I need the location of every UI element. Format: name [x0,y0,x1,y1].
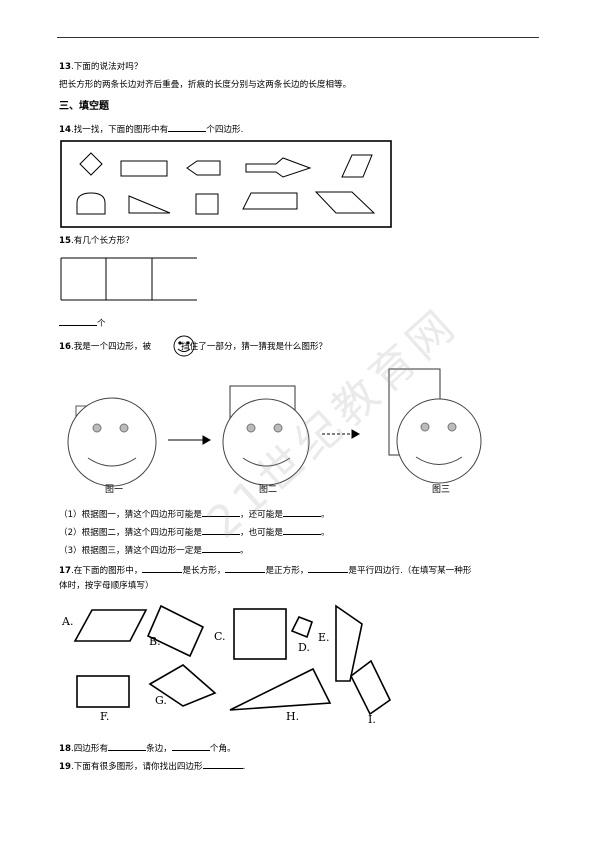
shape-slanted-quad [314,191,376,214]
answer-blank[interactable] [201,507,240,517]
question-number: 15 [59,236,71,246]
answer-blank[interactable] [59,316,97,326]
shape-trapezoid [242,192,298,210]
question-number: 18 [59,744,71,754]
answer-blank[interactable] [282,525,321,535]
answer-blank[interactable] [171,741,210,751]
label-g: G. [155,694,167,707]
question-text: .下面的说法对吗？ [70,62,143,72]
question-13-statement: 把长方形的两条长边对齐后重叠，折痕的长度分别与这两条长边的长度相等。 [59,80,352,90]
q14-frame [60,140,392,228]
question-number: 19 [59,762,71,772]
question-16: 16.我是一个四边形，被挡住了一部分，猜一猜我是什么图形？ [59,342,328,352]
question-19: 19.下面有很多图形，请你找出四边形. [59,759,245,773]
section-title: 三、填空题 [59,101,109,112]
header-rule [57,37,539,38]
shape-e [335,604,363,682]
figure-3-caption: 图三 [432,485,451,495]
shape-g [148,664,217,707]
question-number: 16 [59,342,71,352]
figure-2-caption: 图二 [259,485,278,495]
answer-blank[interactable] [225,563,266,573]
label-h: H. [286,710,300,723]
question-13: 13.下面的说法对吗？ [59,61,142,73]
answer-blank[interactable] [168,122,207,132]
shape-triangle [128,195,171,214]
label-d: D. [298,641,310,654]
label-a: A. [62,615,74,628]
shape-square [195,193,219,215]
question-16-line-2: （2）根据图二，猜这个四边形可能是，也可能是。 [59,525,330,539]
question-16-line-1: （1）根据图一，猜这个四边形可能是，还可能是。 [59,507,330,521]
label-b: B. [149,635,161,648]
answer-blank[interactable] [201,543,240,553]
shape-arrow [245,157,312,178]
smiley-icon [173,335,195,357]
shape-diamond [79,152,103,176]
label-e: E. [318,631,330,644]
shape-a [73,609,148,642]
figure-2 [222,385,310,486]
question-14: 14.找一找，下面的图形中有个四边形. [59,122,243,136]
question-17: 17.在下面的图形中，是长方形，是正方形，是平行四边行.（在填写某一种形 [59,563,471,577]
answer-blank[interactable] [202,759,243,769]
shape-parallelogram [341,154,373,178]
answer-blank[interactable] [142,563,183,573]
shape-rectangle [120,160,168,177]
question-17-line-2: 体时，按字母顺序填写） [59,581,154,591]
question-15-answer: 个 [59,316,106,330]
shape-d [290,615,314,639]
answer-blank[interactable] [201,525,240,535]
shape-pentagon [186,160,221,176]
shape-c [233,608,287,660]
question-number: 14 [59,125,71,135]
figure-1 [67,397,157,487]
question-number: 17 [59,566,71,576]
figure-1-caption: 图一 [105,485,124,495]
label-f: F. [100,710,110,723]
question-number: 13 [59,62,71,72]
question-18: 18.四边形有条边，个角。 [59,741,236,755]
shape-i [349,659,392,716]
shape-h [229,667,332,711]
figure-3 [388,368,482,484]
arrow-1 [168,435,212,445]
answer-blank[interactable] [308,563,349,573]
label-c: C. [214,630,226,643]
shape-b [146,604,205,658]
answer-blank[interactable] [282,507,321,517]
label-i: I. [368,713,376,726]
shape-arch [76,192,106,215]
question-15: 15.有几个长方形？ [59,236,134,246]
arrow-2 [322,429,361,439]
shape-f [76,675,130,708]
answer-blank[interactable] [108,741,147,751]
question-16-line-3: （3）根据图三，猜这个四边形一定是。 [59,543,249,557]
